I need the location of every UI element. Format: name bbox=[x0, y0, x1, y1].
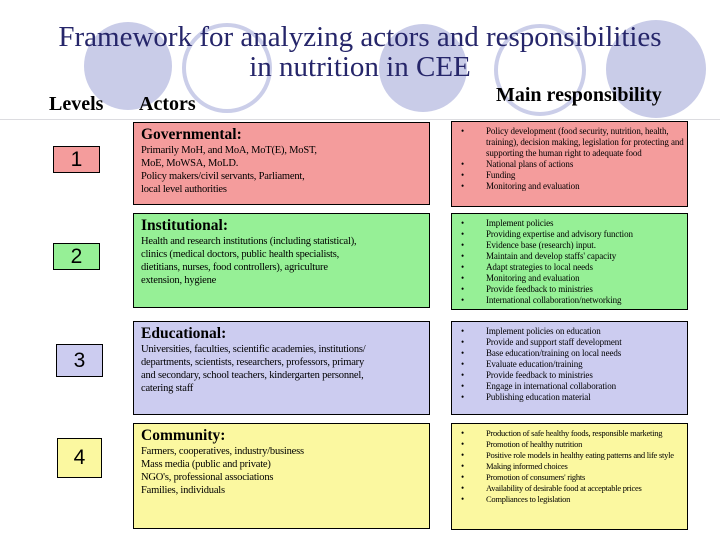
responsibility-item: Compliances to legislation bbox=[460, 494, 685, 505]
responsibility-item: Maintain and develop staffs' capacity bbox=[460, 251, 685, 262]
responsibility-list: Implement policies on educationProvide a… bbox=[452, 322, 687, 405]
level-box-3: 3 bbox=[56, 344, 103, 377]
responsibility-item: Engage in international collaboration bbox=[460, 381, 685, 392]
responsibility-item: Implement policies bbox=[460, 218, 685, 229]
actor-category-label: Governmental: bbox=[141, 126, 242, 143]
responsibility-item: Policy development (food security, nutri… bbox=[460, 126, 685, 159]
actor-description: Primarily MoH, and MoA, MoT(E), MoST, Mo… bbox=[141, 145, 317, 195]
column-header-actors: Actors bbox=[139, 93, 196, 115]
slide-title: Framework for analyzing actors and respo… bbox=[58, 21, 662, 83]
responsibility-box-educational: Implement policies on educationProvide a… bbox=[451, 321, 688, 415]
level-number: 4 bbox=[73, 446, 86, 469]
responsibility-item: Implement policies on education bbox=[460, 326, 685, 337]
decorative-circle-icon bbox=[606, 20, 706, 118]
responsibility-item: Adapt strategies to local needs bbox=[460, 262, 685, 273]
actor-box-institutional: Institutional: Health and research insti… bbox=[133, 213, 430, 308]
responsibility-box-institutional: Implement policiesProviding expertise an… bbox=[451, 213, 688, 310]
responsibility-item: Provide feedback to ministries bbox=[460, 370, 685, 381]
responsibility-item: Availability of desirable food at accept… bbox=[460, 483, 685, 494]
responsibility-item: National plans of actions bbox=[460, 159, 685, 170]
responsibility-item: Promotion of consumers' rights bbox=[460, 472, 685, 483]
level-number: 2 bbox=[70, 244, 83, 268]
actor-box-educational: Educational: Universities, faculties, sc… bbox=[133, 321, 430, 415]
actor-category-label: Community: bbox=[141, 427, 226, 444]
actor-box-community: Community: Farmers, cooperatives, indust… bbox=[133, 423, 430, 529]
decorative-circle-icon bbox=[379, 24, 467, 112]
actor-box-governmental: Governmental: Primarily MoH, and MoA, Mo… bbox=[133, 122, 430, 205]
responsibility-item: Monitoring and evaluation bbox=[460, 273, 685, 284]
level-box-1: 1 bbox=[53, 146, 100, 173]
responsibility-item: Making informed choices bbox=[460, 461, 685, 472]
responsibility-item: Monitoring and evaluation bbox=[460, 181, 685, 192]
actor-category-label: Educational: bbox=[141, 325, 227, 342]
responsibility-list: Production of safe healthy foods, respon… bbox=[452, 424, 687, 507]
responsibility-item: Providing expertise and advisory functio… bbox=[460, 229, 685, 240]
column-header-levels: Levels bbox=[49, 93, 104, 115]
actor-description: Health and research institutions (includ… bbox=[141, 236, 357, 286]
responsibility-item: Positive role models in healthy eating p… bbox=[460, 450, 685, 461]
responsibility-box-community: Production of safe healthy foods, respon… bbox=[451, 423, 688, 530]
level-box-4: 4 bbox=[57, 438, 102, 478]
actor-description: Universities, faculties, scientific acad… bbox=[141, 344, 366, 394]
responsibility-list: Implement policiesProviding expertise an… bbox=[452, 214, 687, 308]
level-box-2: 2 bbox=[53, 243, 100, 270]
responsibility-item: Publishing education material bbox=[460, 392, 685, 403]
decorative-circle-icon bbox=[182, 23, 272, 113]
responsibility-item: Provide and support staff development bbox=[460, 337, 685, 348]
actor-description: Farmers, cooperatives, industry/business… bbox=[141, 446, 304, 496]
actor-category-label: Institutional: bbox=[141, 217, 228, 234]
decorative-circle-icon bbox=[494, 24, 586, 116]
responsibility-item: Evaluate education/training bbox=[460, 359, 685, 370]
responsibility-item: Production of safe healthy foods, respon… bbox=[460, 428, 685, 439]
responsibility-item: Evidence base (research) input. bbox=[460, 240, 685, 251]
responsibility-list: Policy development (food security, nutri… bbox=[452, 122, 687, 194]
responsibility-item: International collaboration/networking bbox=[460, 295, 685, 306]
responsibility-item: Base education/training on local needs bbox=[460, 348, 685, 359]
responsibility-box-governmental: Policy development (food security, nutri… bbox=[451, 121, 688, 207]
header-divider-line bbox=[0, 119, 720, 120]
decorative-circle-icon bbox=[84, 22, 172, 110]
column-header-main-responsibility: Main responsibility bbox=[496, 84, 662, 106]
level-number: 3 bbox=[73, 348, 86, 372]
responsibility-item: Funding bbox=[460, 170, 685, 181]
responsibility-item: Promotion of healthy nutrition bbox=[460, 439, 685, 450]
responsibility-item: Provide feedback to ministries bbox=[460, 284, 685, 295]
level-number: 1 bbox=[70, 147, 83, 171]
